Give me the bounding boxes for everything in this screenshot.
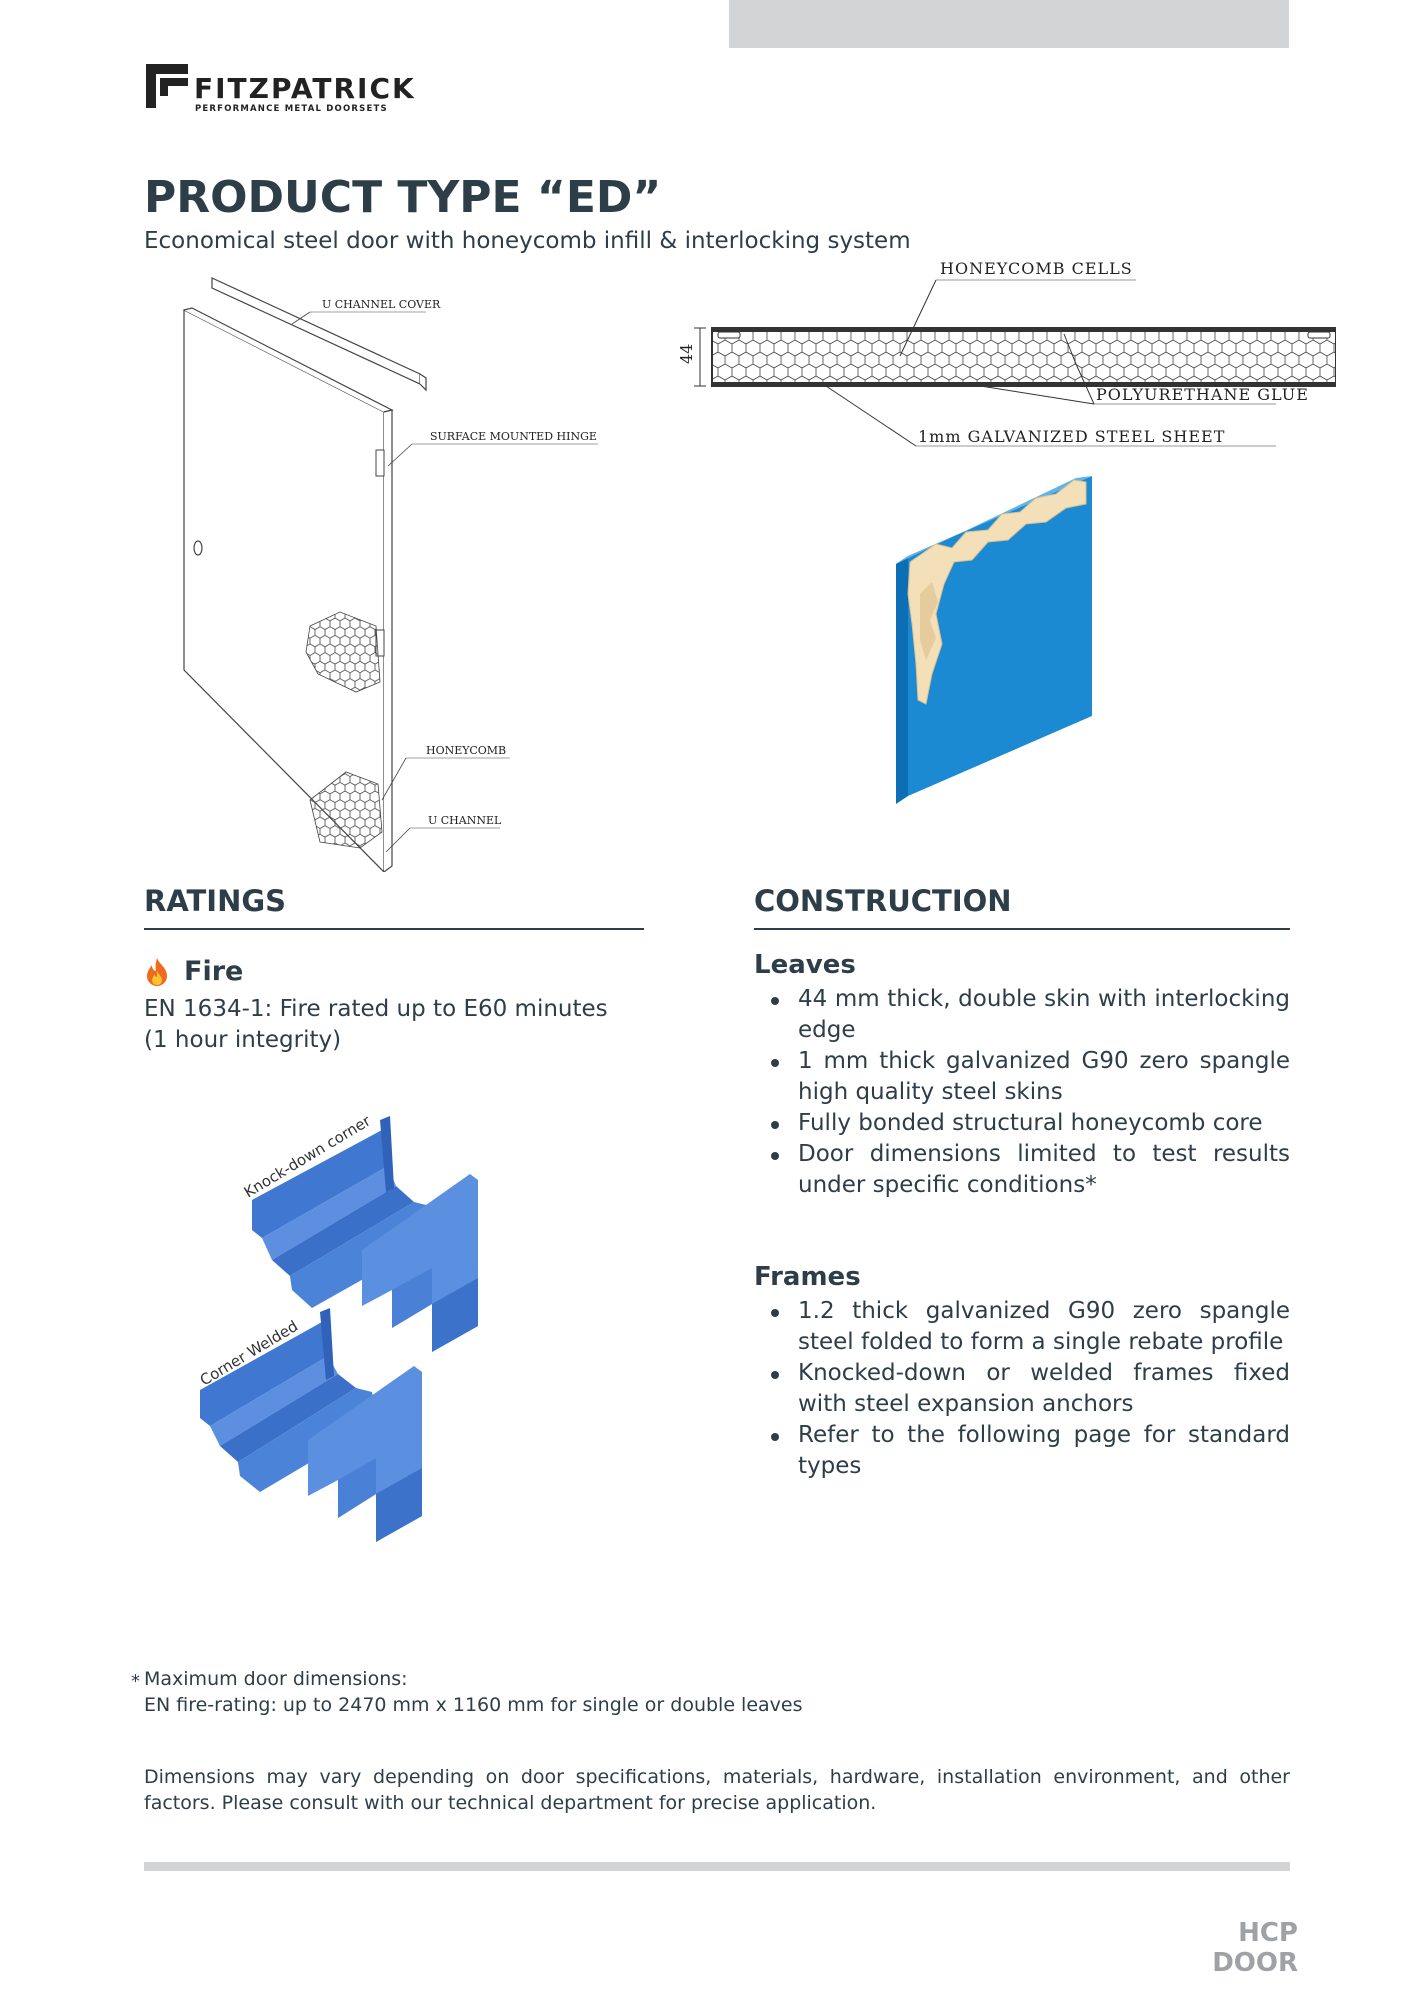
construction-heading: CONSTRUCTION (754, 884, 1012, 918)
bottom-divider (144, 1862, 1290, 1871)
door-exploded-diagram: U CHANNEL COVER SURFACE MOUNTED HINGE HO… (183, 277, 598, 872)
fire-rating-line-2: (1 hour integrity) (144, 1027, 342, 1053)
footnote-line-2: EN fire-rating: up to 2470 mm x 1160 mm … (144, 1694, 803, 1716)
label-thickness-44: 44 (677, 344, 696, 364)
fire-rating-header: Fire (144, 956, 243, 987)
label-galvanized-steel-sheet: 1mm GALVANIZED STEEL SHEET (918, 427, 1225, 446)
leaves-list: 44 mm thick, double skin with interlocki… (754, 984, 1290, 1201)
footnote-marker: * (131, 1671, 140, 1692)
list-item: Knocked-down or welded frames fixed with… (754, 1358, 1290, 1420)
label-honeycomb-cells: HONEYCOMB CELLS (940, 259, 1133, 278)
fitzpatrick-logo-mark (146, 64, 188, 108)
page-subtitle: Economical steel door with honeycomb inf… (144, 228, 911, 254)
door-core-render (896, 476, 1092, 804)
list-item: Refer to the following page for standard… (754, 1420, 1290, 1482)
fire-icon (147, 957, 167, 986)
footnote-line-1: Maximum door dimensions: (144, 1668, 408, 1690)
list-item: 1.2 thick galvanized G90 zero spangle st… (754, 1296, 1290, 1358)
frame-corners-render: Knock-down corner Corner Welded (197, 1111, 478, 1542)
door-cross-section-diagram: 44 HONEYCOMB CELLS POLYURETHANE GLUE 1mm… (677, 259, 1336, 447)
fire-rating-line-1: EN 1634-1: Fire rated up to E60 minutes (144, 996, 608, 1022)
list-item: Door dimensions limited to test results … (754, 1139, 1290, 1201)
label-polyurethane-glue: POLYURETHANE GLUE (1096, 385, 1309, 404)
label-honeycomb: HONEYCOMB (426, 744, 506, 757)
ratings-divider (144, 928, 644, 930)
fire-rating-text: EN 1634-1: Fire rated up to E60 minutes … (144, 994, 644, 1056)
frames-list: 1.2 thick galvanized G90 zero spangle st… (754, 1296, 1290, 1482)
label-u-channel: U CHANNEL (428, 814, 502, 827)
frames-heading: Frames (754, 1262, 861, 1292)
top-decor-bar (729, 0, 1289, 48)
page-title: PRODUCT TYPE “ED” (144, 172, 662, 223)
fire-rating-title: Fire (184, 956, 244, 987)
list-item: 1 mm thick galvanized G90 zero spangle h… (754, 1046, 1290, 1108)
brand-name: FITZPATRICK (194, 72, 416, 105)
footer-product-label: HCP DOOR (1212, 1918, 1298, 1978)
leaves-heading: Leaves (754, 950, 856, 980)
brand-tagline: PERFORMANCE METAL DOORSETS (195, 104, 388, 114)
label-surface-mounted-hinge: SURFACE MOUNTED HINGE (430, 430, 597, 443)
construction-divider (754, 928, 1290, 930)
ratings-heading: RATINGS (144, 884, 287, 918)
list-item: Fully bonded structural honeycomb core (754, 1108, 1290, 1139)
disclaimer-text: Dimensions may vary depending on door sp… (144, 1766, 1290, 1814)
list-item: 44 mm thick, double skin with interlocki… (754, 984, 1290, 1046)
brand-logo: FITZPATRICK PERFORMANCE METAL DOORSETS (144, 62, 444, 118)
label-u-channel-cover: U CHANNEL COVER (322, 298, 441, 311)
